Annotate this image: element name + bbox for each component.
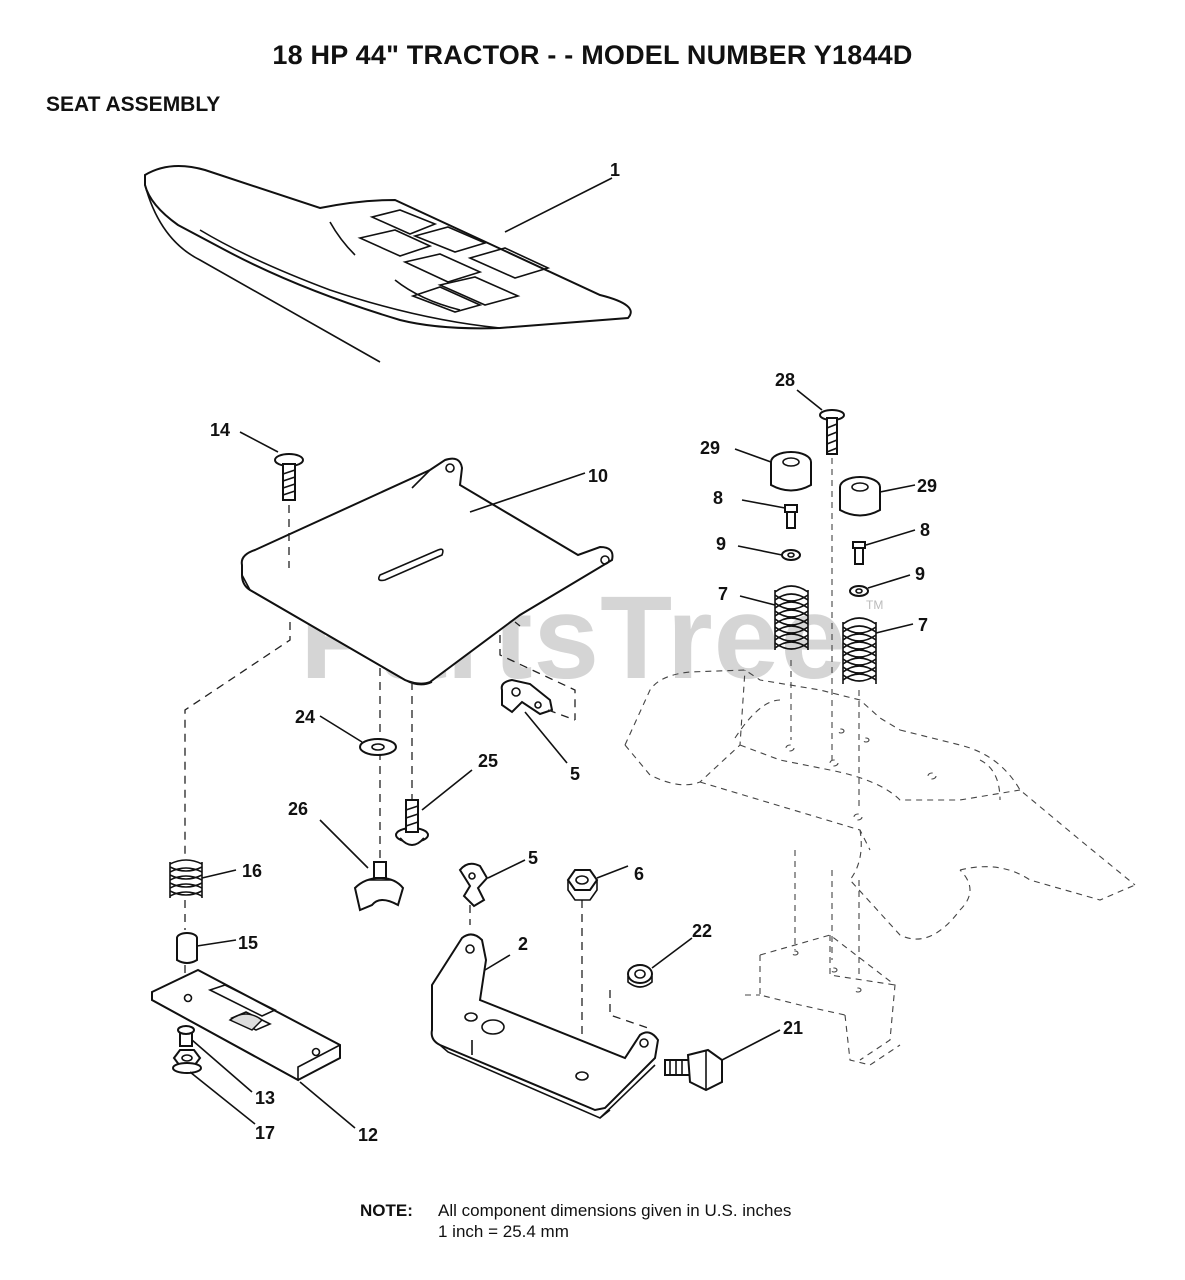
callout-22: 22 (692, 921, 712, 941)
watermark-tm: TM (866, 598, 884, 612)
callout-15: 15 (238, 933, 258, 953)
callout-9-left: 9 (716, 534, 726, 554)
seat-pan-part-10 (240, 457, 614, 686)
nut-part-22 (627, 937, 693, 988)
callout-9-right: 9 (915, 564, 925, 584)
bolt-part-28 (796, 389, 845, 760)
seat-part-1 (144, 165, 632, 363)
note-text: All component dimensions given in U.S. i… (438, 1200, 791, 1242)
callout-2: 2 (518, 934, 528, 954)
callout-12: 12 (358, 1125, 378, 1145)
spring-assembly-right (839, 476, 916, 810)
callout-14: 14 (210, 420, 230, 440)
page-title: 18 HP 44" TRACTOR - - MODEL NUMBER Y1844… (272, 40, 913, 70)
bushing-part-15 (176, 932, 237, 964)
callout-28: 28 (775, 370, 795, 390)
washer-part-24 (319, 715, 397, 756)
spring-assembly-left (734, 448, 812, 740)
dimension-note: NOTE: All component dimensions given in U… (360, 1200, 791, 1242)
callout-10: 10 (588, 466, 608, 486)
callout-7-left: 7 (718, 584, 728, 604)
carriage-bolt-part-13 (177, 1025, 253, 1093)
note-line-2: 1 inch = 25.4 mm (438, 1222, 569, 1241)
callout-13: 13 (255, 1088, 275, 1108)
callout-6: 6 (634, 864, 644, 884)
callout-1: 1 (610, 160, 620, 180)
clip-part-5-upper (500, 678, 576, 764)
frame-fender-reference (624, 669, 1136, 1066)
callout-29-right: 29 (917, 476, 937, 496)
callout-5-lower: 5 (528, 848, 538, 868)
note-line-1: All component dimensions given in U.S. i… (438, 1201, 792, 1220)
callout-8-left: 8 (713, 488, 723, 508)
seat-bracket-part-2 (430, 933, 660, 1119)
callout-16: 16 (242, 861, 262, 881)
slide-plate-part-12 (151, 968, 356, 1129)
flange-nut-part-17 (172, 1049, 256, 1125)
hex-bolt-part-21 (664, 1029, 781, 1092)
section-title: SEAT ASSEMBLY (46, 93, 221, 116)
shoulder-bolt-part-25 (395, 769, 473, 846)
callout-labels: 1 14 10 28 29 29 8 8 9 9 7 7 24 5 25 26 … (210, 160, 937, 1145)
callout-21: 21 (783, 1018, 803, 1038)
callout-5-upper: 5 (570, 764, 580, 784)
carriage-bolt-part-14 (239, 431, 304, 568)
spring-part-16 (169, 859, 237, 898)
callout-29-left: 29 (700, 438, 720, 458)
callout-7-right: 7 (918, 615, 928, 635)
note-label: NOTE: (360, 1201, 413, 1220)
lock-nut-part-6 (566, 865, 629, 901)
callout-17: 17 (255, 1123, 275, 1143)
callout-25: 25 (478, 751, 498, 771)
callout-26: 26 (288, 799, 308, 819)
callout-24: 24 (295, 707, 315, 727)
knob-part-26 (319, 819, 405, 912)
clip-part-5-lower (458, 859, 526, 908)
callout-8-right: 8 (920, 520, 930, 540)
